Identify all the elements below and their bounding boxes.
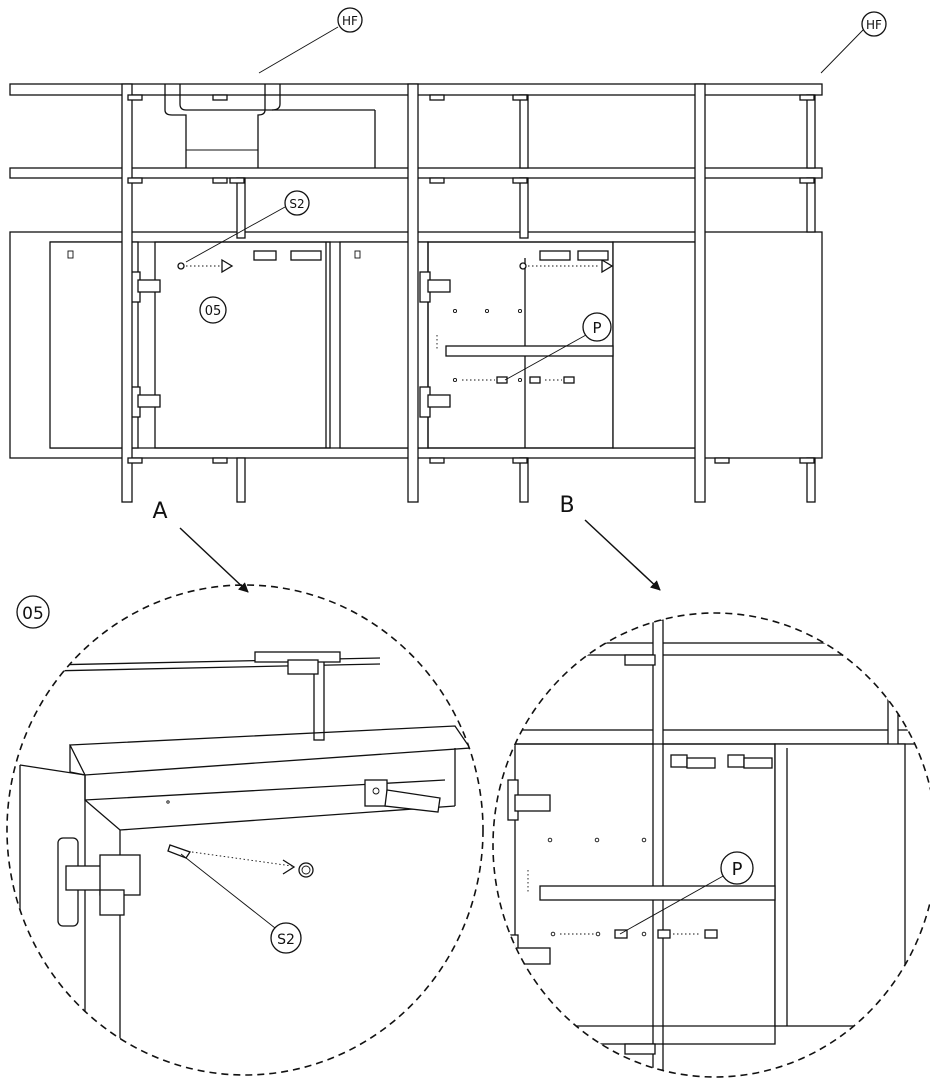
view-a-label: A bbox=[152, 499, 167, 524]
hinges-overview bbox=[129, 271, 451, 418]
hf-label-left: HF bbox=[342, 14, 358, 28]
s2-label-overview: S2 bbox=[289, 197, 304, 211]
p-callout-detail bbox=[720, 851, 754, 885]
step-callout-detail bbox=[16, 595, 50, 629]
p-leader-overview bbox=[504, 334, 587, 381]
left-cabinet-interior bbox=[154, 241, 331, 449]
s2-callout-overview bbox=[284, 190, 310, 216]
view-b-arrow bbox=[584, 519, 661, 591]
screw-s2-detail bbox=[167, 844, 192, 859]
p-callout-overview bbox=[582, 312, 612, 342]
screw-s2-overview bbox=[177, 258, 614, 274]
tube-handle bbox=[164, 84, 376, 168]
hf-label-right: HF bbox=[866, 18, 882, 32]
hf-callout-left bbox=[337, 7, 363, 33]
shelf-connectors bbox=[127, 94, 815, 464]
detail-b-frame bbox=[492, 612, 930, 1078]
detail-a-frame bbox=[6, 584, 484, 1076]
p-label-detail: P bbox=[732, 859, 743, 880]
detail-a: S2 bbox=[6, 584, 484, 1076]
s2-leader-overview bbox=[185, 206, 286, 263]
shelf-pins-overview bbox=[436, 308, 575, 384]
step-callout-overview bbox=[199, 296, 227, 324]
s2-label-detail: S2 bbox=[277, 932, 295, 948]
s2-leader-detail bbox=[180, 853, 276, 929]
vertical-posts bbox=[121, 83, 816, 503]
view-a-arrow bbox=[179, 527, 249, 593]
detail-b: P bbox=[492, 612, 930, 1078]
p-leader-detail bbox=[619, 874, 726, 935]
overview-drawing: HF HF S2 05 P bbox=[9, 7, 887, 503]
hf-callout-right bbox=[861, 11, 887, 37]
s2-callout-detail bbox=[270, 922, 302, 954]
right-door bbox=[612, 241, 701, 449]
step-label-overview: 05 bbox=[205, 304, 222, 319]
hf-leader-right bbox=[820, 29, 864, 74]
middle-shelf bbox=[445, 345, 614, 357]
hf-leader-left bbox=[258, 26, 339, 74]
p-label-overview: P bbox=[592, 319, 601, 337]
step-label-detail: 05 bbox=[22, 604, 44, 624]
view-b-label: B bbox=[559, 493, 574, 518]
top-brackets bbox=[253, 250, 609, 261]
